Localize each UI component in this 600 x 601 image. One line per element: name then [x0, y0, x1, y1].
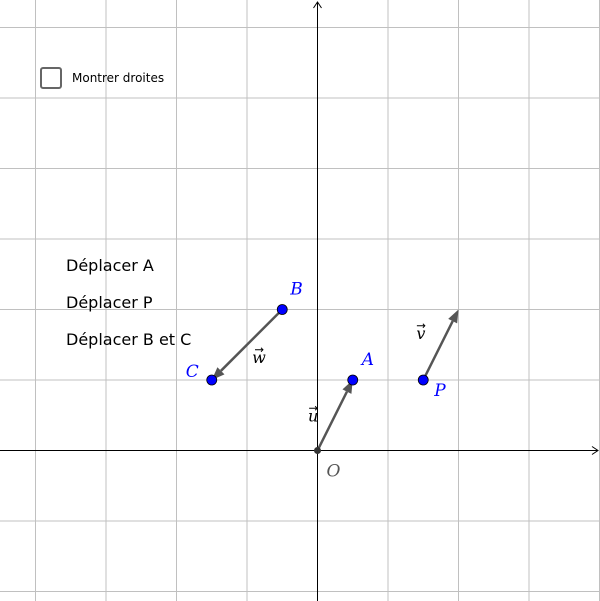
point-O-label: O [327, 462, 341, 482]
point-origin [314, 447, 321, 454]
vector-v-label: v [416, 324, 425, 343]
vector-u-shaft [316, 391, 349, 452]
move-a-button[interactable]: Déplacer A [66, 256, 154, 275]
vector-v-shaft [422, 320, 454, 381]
move-b-and-c-button[interactable]: Déplacer B et C [66, 330, 192, 349]
vector-arrow-accent-icon [416, 323, 426, 329]
labels: u v w A B C P O [186, 280, 447, 482]
point-B-label: B [289, 280, 303, 300]
point-A[interactable] [347, 374, 359, 386]
checkbox-box[interactable] [40, 67, 62, 89]
point-B[interactable] [276, 304, 288, 315]
point-P-label: P [433, 381, 446, 401]
vector-w-label: w [252, 348, 266, 367]
x-axis-arrow-icon [591, 446, 599, 455]
vector-u-label: u [308, 406, 318, 425]
show-lines-checkbox[interactable]: Montrer droites [40, 67, 164, 89]
checkbox-label: Montrer droites [72, 71, 165, 85]
move-p-button[interactable]: Déplacer P [66, 293, 153, 312]
point-C[interactable] [206, 374, 218, 386]
vector-arrow-accent-icon [255, 347, 264, 353]
points [206, 304, 429, 454]
vector-arrow-accent-icon [309, 405, 318, 411]
vector-v-arrowhead-icon [448, 309, 459, 324]
y-axis-arrow-icon [313, 1, 322, 9]
vector-w-shaft [220, 308, 284, 372]
point-P[interactable] [417, 374, 429, 386]
point-C-label: C [186, 362, 199, 382]
point-A-label: A [360, 350, 374, 370]
